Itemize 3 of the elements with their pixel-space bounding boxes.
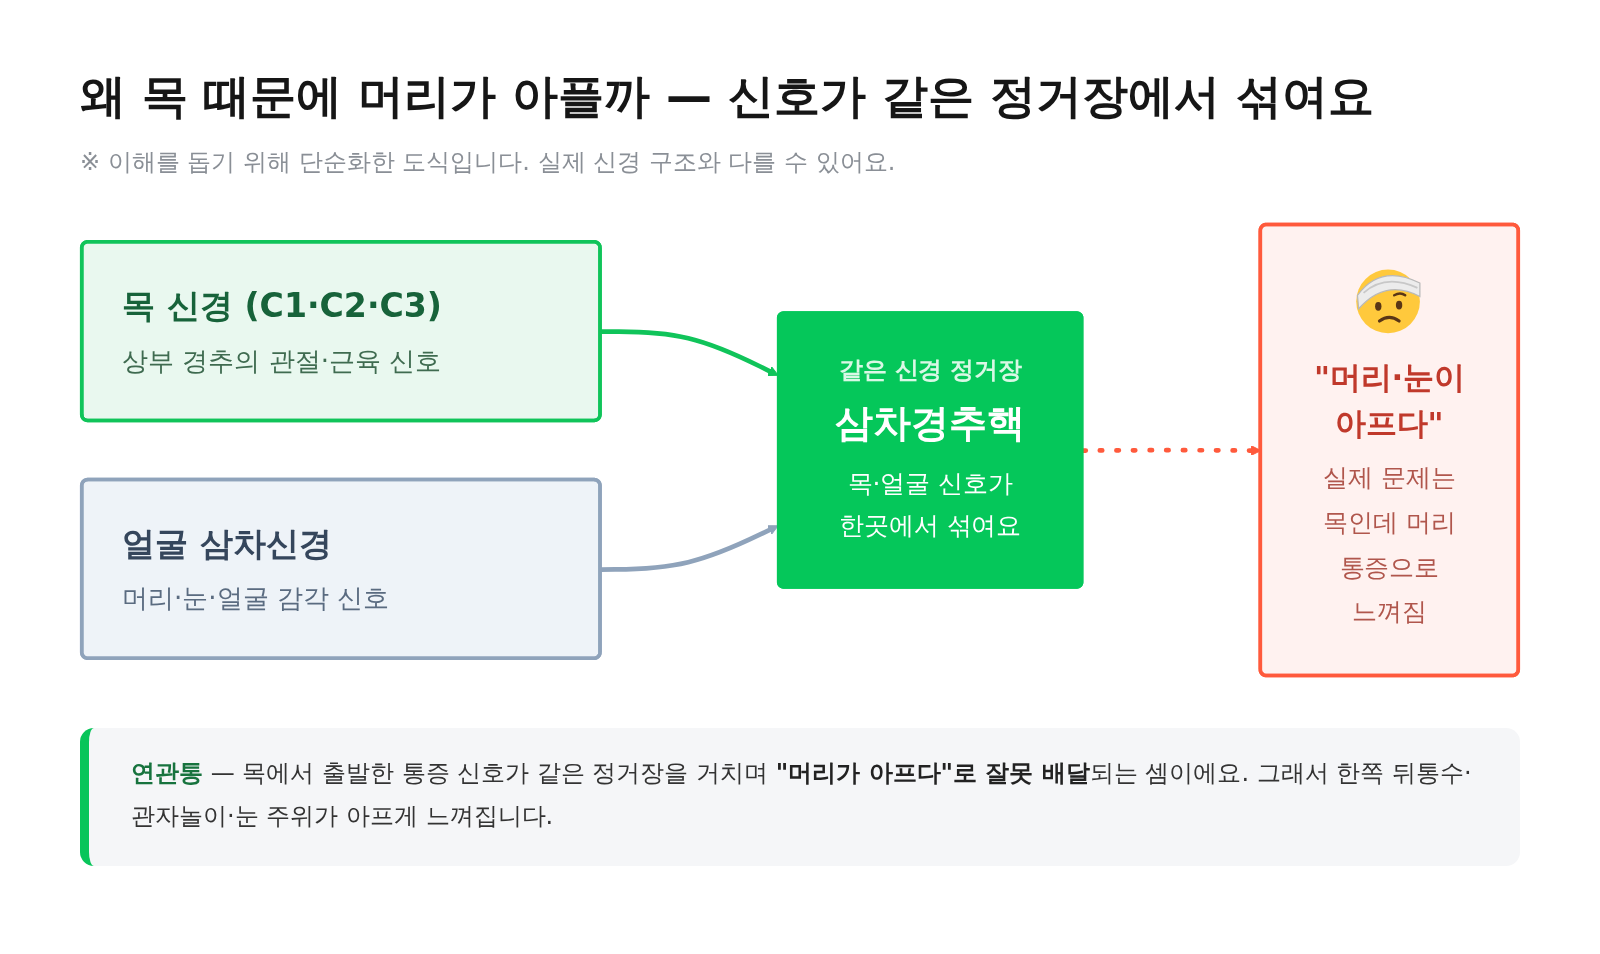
note-text: 연관통 — 목에서 출발한 통증 신호가 같은 정거장을 거치며 "머리가 아프다"로 잘못 배달되는 셈이에요. 그래서 한쪽 뒤통수·관자놀이·눈 주위가 아프게 느껴집니다. xyxy=(131,758,1473,833)
title: 왜 목 때문에 머리가 아플까 — 신호가 같은 정거장에서 섞여요 xyxy=(80,68,1375,125)
subtitle-note: ※ 이해를 돕기 위해 단순화한 도식입니다. 실제 신경 구조와 다를 수 있어요. xyxy=(80,147,896,178)
